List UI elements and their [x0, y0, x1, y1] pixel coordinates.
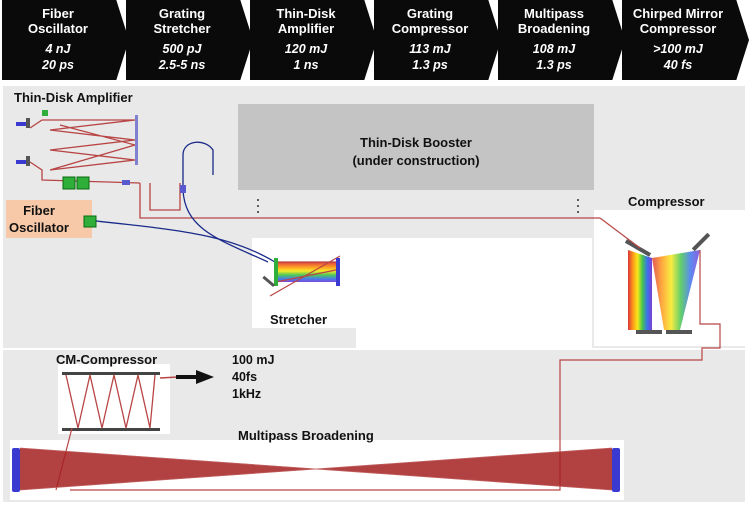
stage-title: Stretcher	[153, 21, 211, 36]
stage-title: Oscillator	[28, 21, 88, 36]
fiber-to-stretcher	[95, 220, 276, 263]
fiber-coupler	[180, 185, 186, 193]
stage-title: Grating	[406, 6, 454, 21]
stage-energy: >100 mJ	[653, 42, 703, 56]
booster-line1: Thin-Disk Booster	[360, 135, 472, 150]
stage-grating-stretcher: Grating Stretcher 500 pJ 2.5-5 ns	[126, 0, 253, 80]
label-stretcher: Stretcher	[270, 312, 328, 327]
oscillator-line1: Fiber	[23, 203, 55, 218]
stage-energy: 120 mJ	[284, 42, 328, 56]
stage-grating-compressor: Grating Compressor 113 mJ 1.3 ps	[374, 0, 501, 80]
stage-title: Thin-Disk	[276, 6, 336, 21]
stretcher-optics	[262, 255, 341, 297]
stage-title: Amplifier	[277, 21, 335, 36]
amplifier-mirrors	[16, 110, 138, 166]
stage-energy: 113 mJ	[409, 42, 451, 56]
label-fiber-oscillator: Fiber Oscillator	[6, 202, 72, 236]
amplifier-beam-path	[29, 119, 600, 219]
stage-title: Fiber	[42, 6, 74, 21]
stage-title: Grating	[158, 6, 206, 21]
stage-duration: 1 ns	[293, 58, 319, 72]
stage-title: Chirped Mirror	[632, 6, 724, 21]
stage-energy: 108 mJ	[532, 42, 576, 56]
stage-title: Broadening	[517, 21, 591, 36]
label-booster: Thin-Disk Booster (under construction)	[238, 134, 594, 170]
output-rate: 1kHz	[232, 387, 262, 401]
stage-thin-disk-amplifier: Thin-Disk Amplifier 120 mJ 1 ns	[250, 0, 377, 80]
stage-duration: 1.3 ps	[412, 58, 448, 72]
label-multipass: Multipass Broadening	[238, 428, 374, 443]
booster-line2: (under construction)	[352, 153, 480, 168]
stage-fiber-oscillator: Fiber Oscillator 4 nJ 20 ps	[2, 0, 129, 80]
booster-markers	[257, 199, 579, 213]
label-output: 100 mJ 40fs 1kHz	[232, 352, 274, 403]
stage-energy: 4 nJ	[45, 42, 71, 56]
label-compressor: Compressor	[628, 194, 705, 209]
multipass-optics	[12, 447, 620, 492]
stage-multipass-broadening: Multipass Broadening 108 mJ 1.3 ps	[498, 0, 625, 80]
oscillator-box	[6, 200, 92, 238]
stage-duration: 40 fs	[663, 58, 693, 72]
stage-chirped-mirror-compressor: Chirped Mirror Compressor >100 mJ 40 fs	[622, 0, 749, 80]
stage-energy: 500 pJ	[162, 42, 202, 56]
amplifier-modules	[62, 176, 130, 228]
stage-title: Multipass	[524, 6, 584, 21]
label-cm-compressor: CM-Compressor	[56, 352, 158, 367]
label-thin-disk-amplifier: Thin-Disk Amplifier	[14, 90, 133, 105]
booster-block	[238, 104, 594, 190]
stage-duration: 2.5-5 ns	[158, 58, 206, 72]
output-duration: 40fs	[232, 370, 258, 384]
stage-duration: 1.3 ps	[536, 58, 572, 72]
oscillator-line2: Oscillator	[9, 220, 69, 235]
compressor-optics	[70, 217, 721, 491]
output-energy: 100 mJ	[232, 353, 275, 367]
stretcher-gap	[356, 238, 592, 348]
stage-title: Compressor	[391, 21, 469, 36]
stage-title: Compressor	[639, 21, 717, 36]
stage-duration: 20 ps	[42, 58, 74, 72]
output-arrow-icon	[196, 370, 214, 384]
